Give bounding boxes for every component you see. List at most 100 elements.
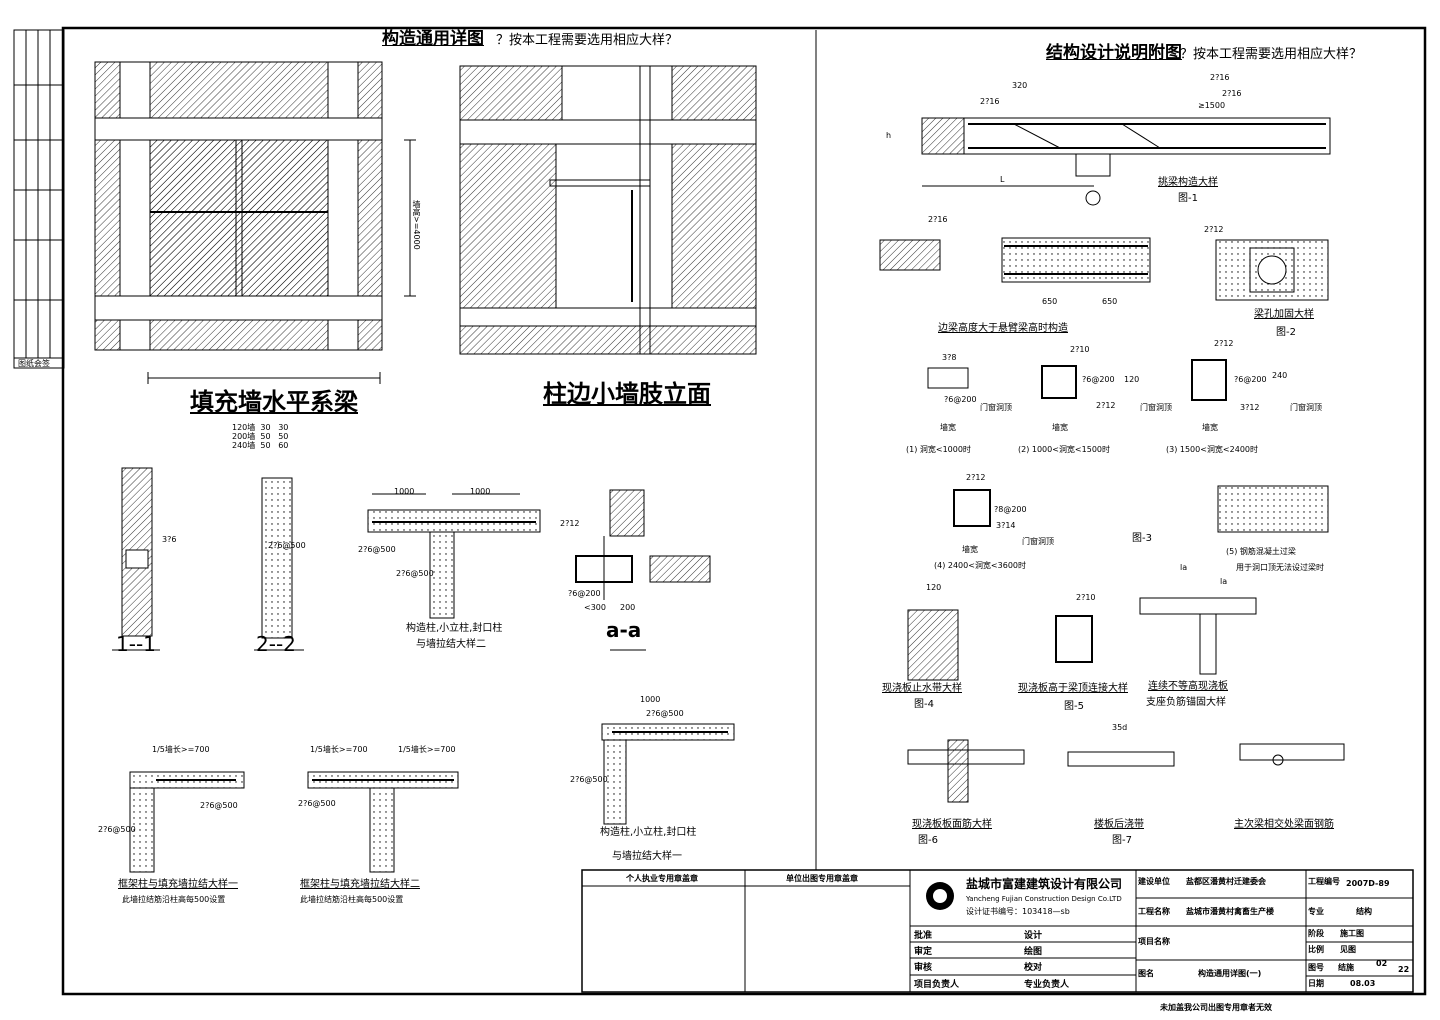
fig5-title: 现浇板高于梁顶连接大样 <box>1018 683 1128 694</box>
dim-2t12: 2?12 <box>1204 225 1224 234</box>
company-name-cn: 盐城市富建建筑设计有限公司 <box>966 877 1123 891</box>
fig3-number: 图-3 <box>1132 533 1152 544</box>
fig4-number: 图-4 <box>914 699 934 710</box>
dim-200: 200 <box>620 603 636 612</box>
date-label: 日期 <box>1308 979 1324 988</box>
stage-value: 施工图 <box>1340 929 1364 938</box>
frame-column-detail-1 <box>129 771 245 873</box>
frame-detail-1-title: 框架柱与填充墙拉结大样一 <box>118 879 238 890</box>
role-row: 项目负责人专业负责人 <box>914 980 1070 990</box>
countersign-strip <box>13 29 65 369</box>
wall-width: 墙宽 <box>962 545 978 554</box>
dim-35d: 35d <box>1112 723 1128 732</box>
lintel-3: (3) 1500<洞宽<2400时 <box>1166 445 1258 454</box>
fig7-title: 楼板后浇带 <box>1094 819 1144 830</box>
section-aa-label: a-a <box>606 618 642 642</box>
stage-label: 阶段 <box>1308 929 1324 938</box>
dim-rebar: 2?6@500 <box>200 801 238 810</box>
sheet-label: 图号 <box>1308 963 1324 972</box>
dim-2t10: 2?10 <box>1076 593 1096 602</box>
lintel-5-sub: 用于洞口顶无法设过梁时 <box>1236 563 1324 572</box>
dim-d6200: ?6@200 <box>568 589 601 598</box>
dim-d8200: ?8@200 <box>994 505 1027 514</box>
dim-3t12: 3?12 <box>1240 403 1260 412</box>
dim-2t12: 2?12 <box>1096 401 1116 410</box>
dim-1-5-wall: 1/5墙长>=700 <box>310 745 368 754</box>
detail-2-title: 构造柱,小立柱,封口柱 <box>406 623 503 634</box>
dim-d6200: ?6@200 <box>1234 375 1267 384</box>
left-panel-title: 构造通用详图 <box>382 29 484 49</box>
project-label: 工程名称 <box>1138 907 1170 916</box>
ratio-label: 比例 <box>1308 945 1324 954</box>
frame-detail-2-title: 框架柱与填充墙拉结大样二 <box>300 879 420 890</box>
lintel-figures <box>927 359 1329 533</box>
dim-2t16: 2?16 <box>980 97 1000 106</box>
role-row: 审定绘图 <box>914 947 1043 957</box>
dim-2t16: 2?16 <box>1210 73 1230 82</box>
dim-1-5-wall: 1/5墙长>=700 <box>398 745 456 754</box>
wall-width: 墙宽 <box>1052 423 1068 432</box>
fig4-title: 现浇板止水带大样 <box>882 683 962 694</box>
fig1-number: 图-1 <box>1178 193 1198 204</box>
dim-320: 320 <box>1012 81 1028 90</box>
fig-infill-beam-title: 填充墙水平系梁 <box>190 388 358 416</box>
dim-240: 240 <box>1272 371 1288 380</box>
dim-1000: 1000 <box>394 487 415 496</box>
dim-h: h <box>886 131 892 140</box>
dim-2t16: 2?16 <box>1222 89 1242 98</box>
date-value: 08.03 <box>1350 979 1376 988</box>
right-panel-title: 结构设计说明附图 <box>1046 43 1182 63</box>
item-label: 项目名称 <box>1138 937 1170 946</box>
drawing-label: 图名 <box>1138 969 1154 978</box>
dim-3t14: 3?14 <box>996 521 1016 530</box>
continuous-slab-title: 连续不等高现浇板 <box>1148 681 1228 692</box>
wall-height-dim: 墙高>=4000 <box>412 200 421 250</box>
dim-rebar: 2?6@500 <box>646 709 684 718</box>
dim-d6200: ?6@200 <box>1082 375 1115 384</box>
dim-2t12: 2?12 <box>1214 339 1234 348</box>
personal-seal-label: 个人执业专用章盖章 <box>626 874 698 883</box>
role-row: 批准设计 <box>914 931 1043 941</box>
detail-1-title: 构造柱,小立柱,封口柱 <box>600 827 697 838</box>
project-value: 盐城市潘黄村禽畜生产楼 <box>1186 907 1274 916</box>
dim-1000: 1000 <box>640 695 661 704</box>
dim-3t8: 3?8 <box>942 353 957 362</box>
ratio-value: 见图 <box>1340 945 1356 954</box>
opening-top: 门窗洞顶 <box>980 403 1012 412</box>
section-aa <box>575 489 711 651</box>
dim-1-5-wall: 1/5墙长>=700 <box>152 745 210 754</box>
section-1-label: 1--1 <box>116 632 156 656</box>
cantilever-beam-figure <box>921 117 1331 206</box>
title-block-frame <box>581 869 1414 993</box>
dim-2t12: 2?12 <box>966 473 986 482</box>
detail-2-sub: 与墙拉结大样二 <box>416 639 486 650</box>
main-beam-title: 主次梁相交处梁面钢筋 <box>1234 819 1334 830</box>
role-row: 审核校对 <box>914 963 1043 973</box>
frame-detail-1-note: 此墙拉结筋沿柱高每500设置 <box>122 895 226 904</box>
company-name-en: Yancheng Fujian Construction Design Co.L… <box>966 895 1122 903</box>
opening-top: 门窗洞顶 <box>1140 403 1172 412</box>
wall-row: 200墙 50 50 <box>232 432 289 441</box>
sheet-prefix: 结施 <box>1338 963 1354 972</box>
fig6-title: 现浇板板面筋大样 <box>912 819 992 830</box>
continuous-slab-sub: 支座负筋锚固大样 <box>1146 697 1226 708</box>
beam-hole-figure <box>1215 239 1329 301</box>
dim-rebar: 2?6@500 <box>358 545 396 554</box>
slab-details <box>907 597 1345 803</box>
dim-rebar: 2?6@500 <box>570 775 608 784</box>
frame-column-detail-2 <box>307 771 459 873</box>
lintel-1: (1) 洞宽<1000时 <box>906 445 971 454</box>
footer-note: 未加盖我公司出图专用章者无效 <box>1160 1003 1272 1012</box>
opening-top: 门窗洞顶 <box>1290 403 1322 412</box>
right-panel-title-note: ？按本工程需要选用相应大样？ <box>1180 47 1363 62</box>
wall-width: 墙宽 <box>940 423 956 432</box>
dim-650: 650 <box>1102 297 1118 306</box>
fig7-number: 图-7 <box>1112 835 1132 846</box>
roles-grid: 批准设计 审定绘图 审核校对 项目负责人专业负责人 <box>914 928 1134 993</box>
client-label: 建设单位 <box>1138 877 1170 886</box>
design-cert: 设计证书编号：103418—sb <box>966 907 1070 916</box>
left-panel-title-note: ？按本工程需要选用相应大样？ <box>496 33 679 48</box>
infill-beam-figure <box>94 61 416 384</box>
